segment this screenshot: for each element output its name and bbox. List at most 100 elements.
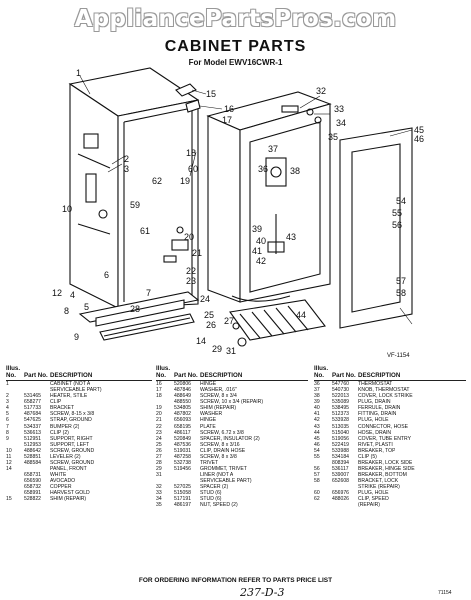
part-no: 535089 — [332, 399, 349, 406]
part-description: CONNECTOR, HOSE — [358, 423, 408, 430]
callout: 4 — [70, 290, 75, 300]
part-description: THERMOSTAT — [358, 381, 393, 388]
callout: 23 — [186, 276, 196, 286]
part-no: 487846 — [174, 387, 191, 394]
illus-no: 43 — [314, 423, 320, 430]
part-no: 527025 — [174, 483, 191, 490]
callout: 27 — [224, 316, 234, 326]
part-description: WASHER, .016" — [200, 387, 237, 394]
part-description: HEATER, STILE — [50, 393, 88, 400]
callout: 28 — [130, 304, 140, 314]
illus-no: 21 — [156, 417, 162, 424]
page-title: CABINET PARTS — [164, 38, 307, 55]
trivet — [229, 299, 326, 341]
callout: 25 — [204, 310, 214, 320]
part-description: HOSE, DRAIN — [358, 429, 392, 436]
part-description: BUMPER (2) — [50, 423, 80, 430]
model-subtitle: For Model EWV16CWR-1 — [188, 58, 283, 67]
part-description: SCREW, GROUND — [50, 447, 95, 454]
part-description: HARVEST GOLD — [50, 490, 90, 497]
callout: 17 — [222, 115, 232, 125]
illus-no: 54 — [314, 447, 320, 454]
callout: 2 — [124, 154, 129, 164]
part-no: 522013 — [332, 393, 349, 400]
part-no: 652608 — [332, 477, 349, 484]
part-no: 528822 — [24, 496, 41, 503]
illus-no: 4 — [6, 405, 9, 412]
illus-no: 62 — [314, 496, 320, 503]
part-description: SHIM (REPAIR) — [200, 405, 237, 412]
lower-hinge — [163, 226, 189, 263]
illus-no: 7 — [6, 423, 9, 430]
part-no: 658991 — [24, 490, 41, 497]
part-description: SCREW, 8 x 3/4 — [200, 393, 237, 400]
illus-no: 11 — [6, 453, 12, 460]
illus-no: 41 — [314, 411, 320, 418]
part-no: 656093 — [174, 417, 191, 424]
part-description: GROMMET, TRIVET — [200, 465, 247, 472]
part-description: SERVICEABLE PART) — [200, 477, 252, 484]
part-description: CLIP — [50, 399, 62, 406]
part-description: SCREW, 8 x 3/16 — [200, 441, 240, 448]
part-description: AVOCADO — [50, 477, 76, 484]
corner-code: 71154 — [438, 590, 452, 596]
callout: 12 — [52, 288, 62, 298]
callout: 43 — [286, 232, 296, 242]
part-description: NUT, SPEED (2) — [200, 502, 238, 509]
part-no: 658277 — [24, 399, 41, 406]
part-no: 487536 — [174, 441, 191, 448]
illus-no: 55 — [314, 453, 320, 460]
illus-no: 25 — [156, 441, 162, 448]
part-description: COVER, TUBE ENTRY — [358, 435, 412, 442]
illus-no: 38 — [314, 393, 320, 400]
part-no: 547625 — [24, 417, 41, 424]
callout: 36 — [258, 164, 268, 174]
illus-no: 58 — [314, 477, 320, 484]
part-no: 519056 — [332, 435, 349, 442]
drain-hose — [231, 295, 291, 302]
part-no: 539007 — [332, 471, 349, 478]
illus-no: 60 — [314, 490, 320, 497]
part-description: CLIP, SPEED — [358, 496, 389, 503]
illus-no: 36 — [314, 381, 320, 388]
part-description: STUD (6) — [200, 490, 222, 497]
part-description: PLATE — [200, 423, 216, 430]
liner — [206, 91, 332, 303]
part-no: 528851 — [24, 453, 41, 460]
callout: 3 — [124, 164, 129, 174]
part-no: 532738 — [174, 459, 191, 466]
callout: 35 — [328, 132, 338, 142]
part-no: 534805 — [174, 405, 191, 412]
callout: 20 — [184, 232, 194, 242]
callout: 31 — [226, 346, 236, 354]
illus-no: 1 — [6, 381, 9, 388]
part-no: 519031 — [174, 447, 191, 454]
part-description: STRIKE (REPAIR) — [358, 483, 400, 490]
part-no: 517191 — [174, 496, 191, 503]
callout: 37 — [268, 144, 278, 154]
callout: 42 — [256, 256, 266, 266]
part-description: SPACER, INSULATOR (2) — [200, 435, 260, 442]
part-no: 534337 — [24, 423, 41, 430]
part-no: 486197 — [174, 502, 191, 509]
parts-row: STRIKE (REPAIR) — [314, 484, 466, 490]
callout: 18 — [186, 148, 196, 158]
callout: 24 — [200, 294, 210, 304]
callout: 55 — [392, 208, 402, 218]
callout: 41 — [252, 246, 262, 256]
illus-no: 29 — [156, 465, 162, 472]
part-no: 538495 — [332, 405, 349, 412]
